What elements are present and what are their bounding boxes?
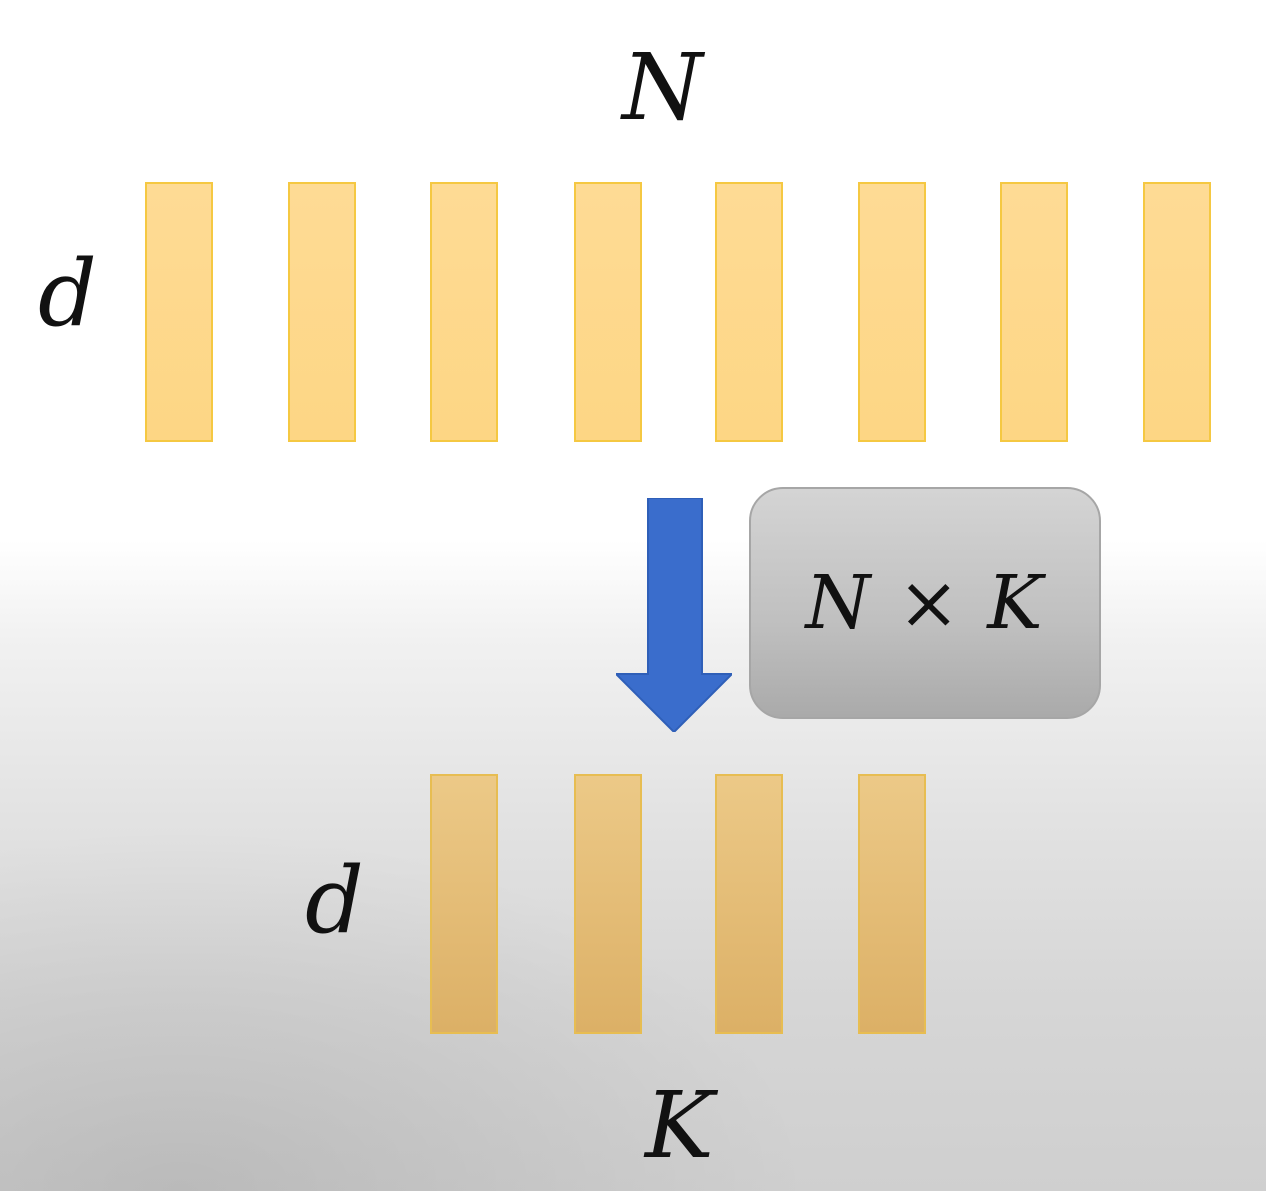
- top-vector: [715, 182, 783, 442]
- bottom-vector: [574, 774, 642, 1034]
- top-count-label: N: [622, 34, 703, 141]
- top-vector: [145, 182, 213, 442]
- top-vector: [430, 182, 498, 442]
- top-vector: [574, 182, 642, 442]
- operation-box: N × K: [749, 487, 1101, 719]
- bottom-vector: [858, 774, 926, 1034]
- bottom-vector: [430, 774, 498, 1034]
- top-vector: [1143, 182, 1211, 442]
- top-dimension-label: d: [38, 240, 97, 347]
- bottom-vector: [715, 774, 783, 1034]
- top-vector: [1000, 182, 1068, 442]
- top-vector: [858, 182, 926, 442]
- down-arrow-icon: [616, 498, 732, 732]
- bottom-count-label: K: [645, 1072, 714, 1179]
- operation-label: N × K: [805, 560, 1045, 646]
- top-vector: [288, 182, 356, 442]
- bottom-dimension-label: d: [305, 847, 364, 954]
